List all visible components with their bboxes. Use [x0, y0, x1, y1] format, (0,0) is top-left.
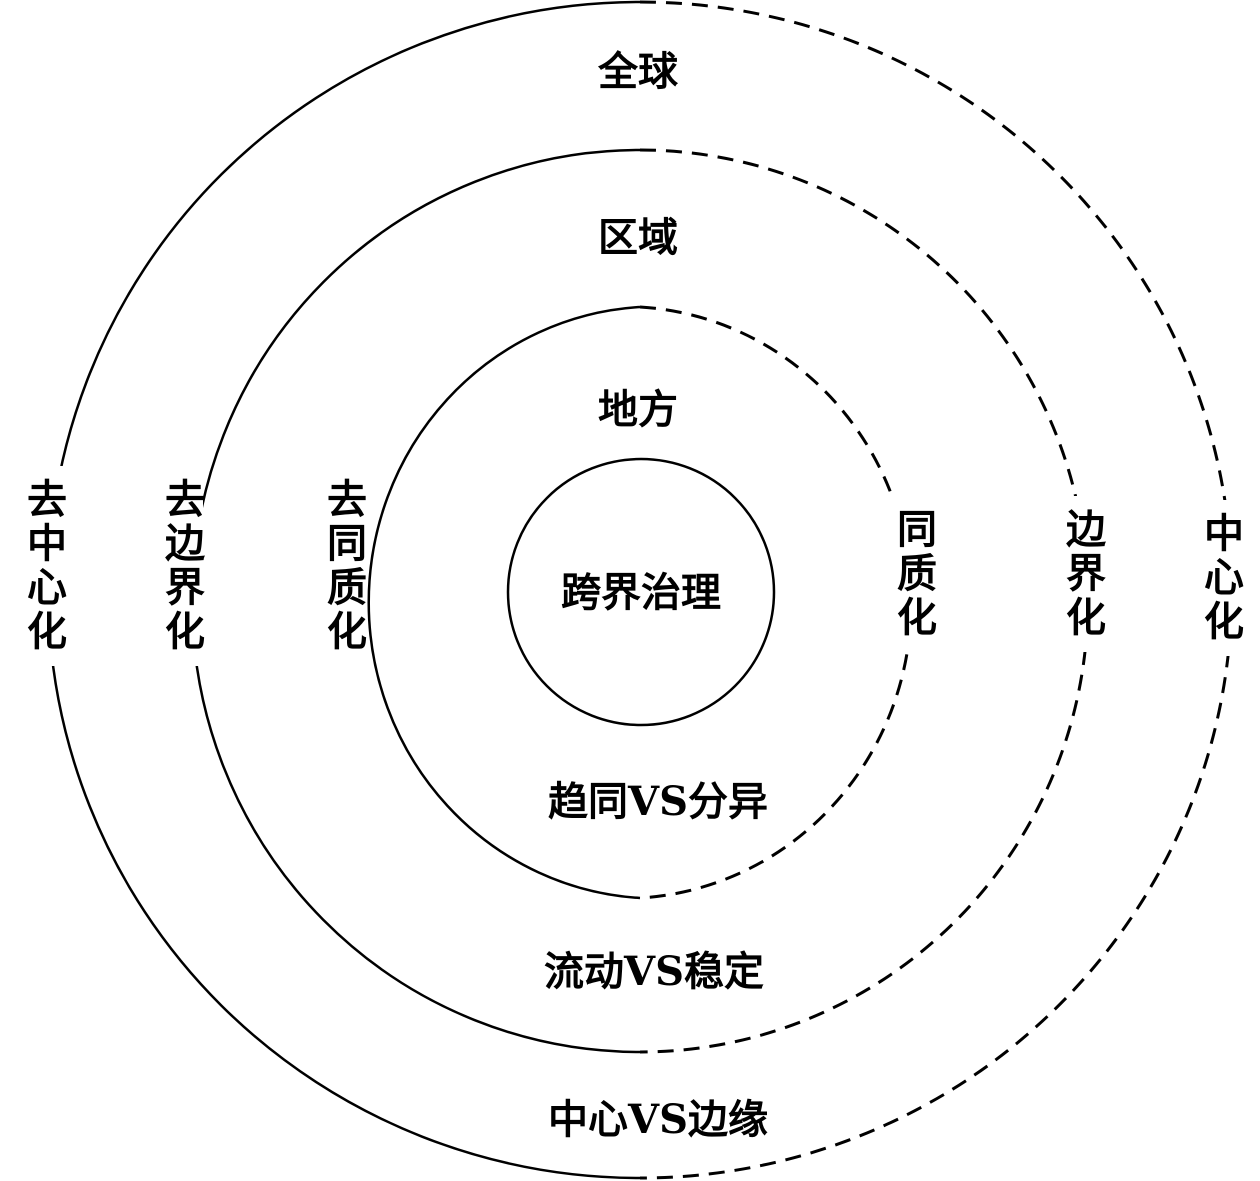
ring-local-bottom: 趋同VS分异	[548, 778, 768, 825]
center-label: 跨界治理	[561, 569, 721, 616]
ring-global-name: 全球	[598, 48, 678, 95]
ring-global-left: 去中心化	[20, 466, 67, 666]
ring-region-left: 去边界化	[158, 466, 205, 666]
ring-local-name: 地方	[598, 386, 678, 433]
ring-global-dashed-arc	[639, 0, 1234, 1180]
center-circle	[506, 457, 776, 727]
ring-region-right: 边界化	[1059, 496, 1106, 652]
ring-region-bottom: 流动VS稳定	[544, 948, 764, 995]
ring-local-dashed-arc	[639, 305, 913, 900]
ring-local	[367, 305, 913, 900]
ring-local-right: 同质化	[890, 496, 937, 652]
ring-global-right: 中心化	[1197, 500, 1244, 656]
ring-global-bottom: 中心VS边缘	[548, 1096, 768, 1143]
ring-local-left: 去同质化	[320, 466, 367, 666]
ring-region-name: 区域	[598, 214, 678, 261]
ring-local-solid-arc	[367, 305, 641, 900]
